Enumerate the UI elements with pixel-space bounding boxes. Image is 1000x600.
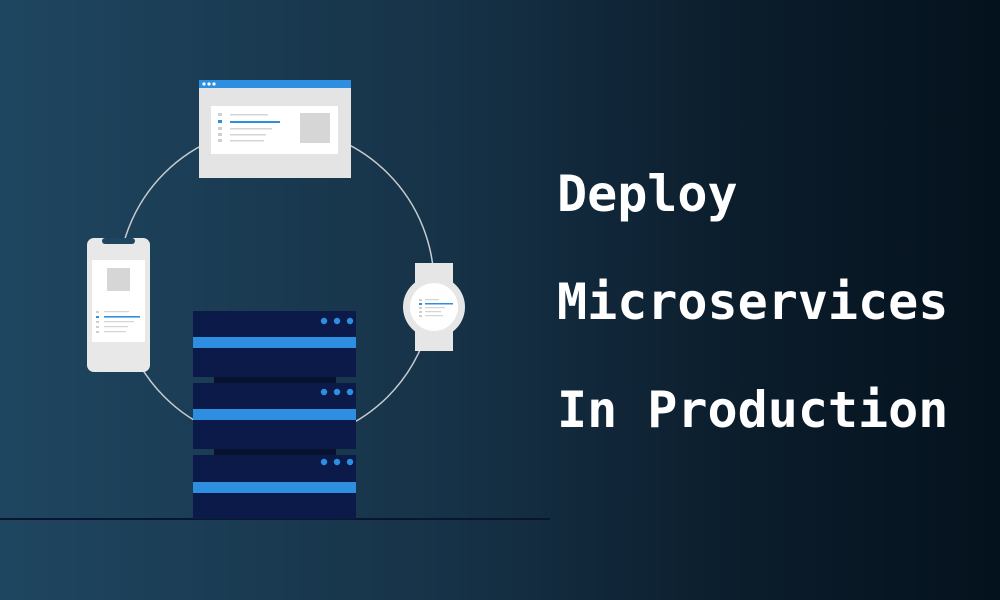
- server-unit: [193, 455, 356, 519]
- mobile-phone-icon: [87, 238, 150, 372]
- headline: Deploy Microservices In Production: [557, 165, 948, 439]
- server-unit: [193, 311, 356, 377]
- headline-line-3: In Production: [557, 381, 949, 439]
- microservices-illustration: [0, 80, 550, 520]
- headline-line-2: Microservices: [557, 273, 949, 331]
- server-unit: [193, 383, 356, 449]
- smartwatch-icon: [403, 263, 465, 351]
- browser-window-icon: [199, 80, 351, 178]
- headline-line-1: Deploy: [557, 165, 738, 223]
- server-rack-icon: [193, 311, 356, 519]
